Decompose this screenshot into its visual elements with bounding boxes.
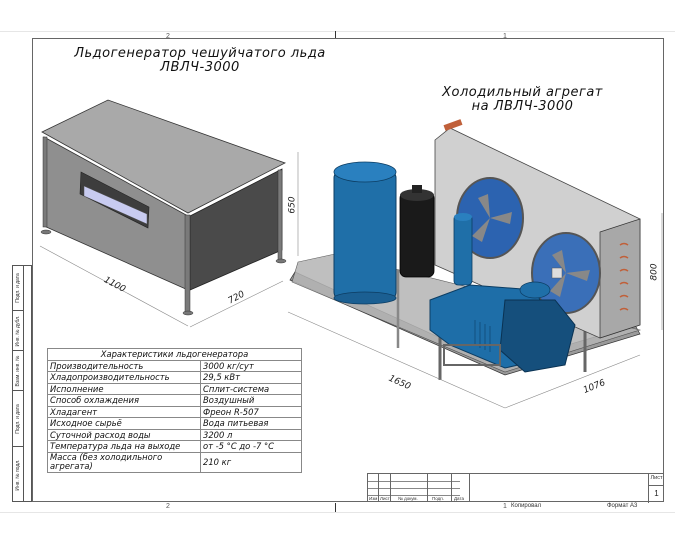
refrigeration-unit-title: Холодильный агрегат на ЛВЛЧ-3000 xyxy=(440,86,605,113)
tb-col-doc-no: № докум. xyxy=(398,496,418,501)
receiver-tank xyxy=(333,169,397,301)
ice-outlet-chute xyxy=(83,185,148,225)
spec-key: Производительность xyxy=(47,359,201,372)
foot xyxy=(40,229,52,235)
spec-key: Масса (без холодильного агрегата) xyxy=(47,451,201,473)
ice-generator-title-line1: Льдогенератор чешуйчатого льда xyxy=(74,46,326,61)
copied-by-label: Копировал xyxy=(511,503,542,509)
ice-generator-title: Льдогенератор чешуйчатого льда ЛВЛЧ-3000 xyxy=(70,47,330,74)
sheet-number: 1 xyxy=(654,489,659,498)
spec-value: 3000 кг/сут xyxy=(200,359,302,372)
tb-col-sheet: Лист xyxy=(380,496,390,501)
sheet-label: Лист xyxy=(650,475,663,481)
tb-col-date: Дата xyxy=(454,496,464,501)
guard-bar xyxy=(443,344,501,366)
spec-value: 3200 л xyxy=(200,428,302,441)
spec-value: 210 кг xyxy=(200,451,302,473)
ice-generator-top xyxy=(41,99,287,214)
refrigeration-unit-title-line1: Холодильный агрегат xyxy=(442,85,603,100)
zone-divider-bottom xyxy=(335,503,336,512)
zone-label-top-2: 2 xyxy=(166,33,170,40)
refrigeration-unit-title-line2: на ЛВЛЧ-3000 xyxy=(471,98,574,114)
spec-table-header-row: Характеристики льдогенератора xyxy=(47,348,302,361)
tb-col-change: Изм xyxy=(369,496,378,501)
sheet-number-box: Лист 1 xyxy=(648,474,664,503)
title-block: Изм Лист № докум. Подп. Дата Лист 1 xyxy=(367,473,664,503)
spec-value: Вода питьевая xyxy=(200,417,302,430)
spec-key: Исходное сырьё xyxy=(47,417,201,430)
side-cell-dup-inv: Инв. № дубл. xyxy=(13,311,23,351)
table-row: Масса (без холодильного агрегата)210 кг xyxy=(47,451,302,473)
format-label: Формат А3 xyxy=(607,503,638,509)
spec-table: Характеристики льдогенератора Производит… xyxy=(47,348,302,473)
spec-value: Сплит-система xyxy=(200,382,302,395)
side-cell-sign-date-top: Подп. и дата xyxy=(13,266,23,311)
leg xyxy=(184,214,191,314)
spec-key: Суточной расход воды xyxy=(47,428,201,441)
spec-key: Хладопроизводительность xyxy=(47,371,201,384)
ice-generator-model xyxy=(39,99,299,328)
zone-divider-top xyxy=(335,31,336,39)
side-signature-strip: Подп. и дата Инв. № дубл. Взам. инв. № П… xyxy=(12,265,32,502)
side-cell-orig-inv: Инв. № подл. xyxy=(15,458,21,491)
side-cell-sign-date: Подп. и дата xyxy=(13,391,23,447)
condenser-side xyxy=(599,218,641,339)
zone-label-top-1: 1 xyxy=(503,33,507,40)
spec-key: Способ охлаждения xyxy=(47,394,201,407)
spec-value: от -5 °С до -7 °С xyxy=(200,440,302,453)
spec-value: 29,5 кВт xyxy=(200,371,302,384)
zone-label-bottom-1: 1 xyxy=(503,503,507,510)
leg xyxy=(42,136,48,228)
fan-blade xyxy=(550,250,590,297)
drawing-frame xyxy=(32,38,664,502)
blue-column xyxy=(453,214,473,286)
zone-label-bottom-2: 2 xyxy=(166,503,170,510)
refrigeration-unit-model xyxy=(287,119,663,409)
ice-generator-title-line2: ЛВЛЧ-3000 xyxy=(160,59,240,75)
dim-ice-height: 650 xyxy=(287,196,298,214)
spec-key: Температура льда на выходе xyxy=(47,440,201,453)
copper-pipe xyxy=(443,119,463,131)
fan-blade xyxy=(472,194,512,242)
spec-key: Хладагент xyxy=(47,405,201,418)
spec-value: Фреон R-507 xyxy=(200,405,302,418)
spec-table-header: Характеристики льдогенератора xyxy=(47,348,302,361)
oil-separator xyxy=(399,191,435,278)
copper-coils xyxy=(619,242,629,311)
spec-key: Исполнение xyxy=(47,382,201,395)
side-cell-replace-inv: Взам. инв. № xyxy=(13,351,23,391)
foot xyxy=(182,310,194,316)
fan-motor xyxy=(551,267,563,279)
leg xyxy=(277,169,283,261)
dim-unit-height: 800 xyxy=(649,263,660,281)
tb-col-sign: Подп. xyxy=(432,496,444,501)
spec-value: Воздушный xyxy=(200,394,302,407)
foot xyxy=(275,258,287,264)
